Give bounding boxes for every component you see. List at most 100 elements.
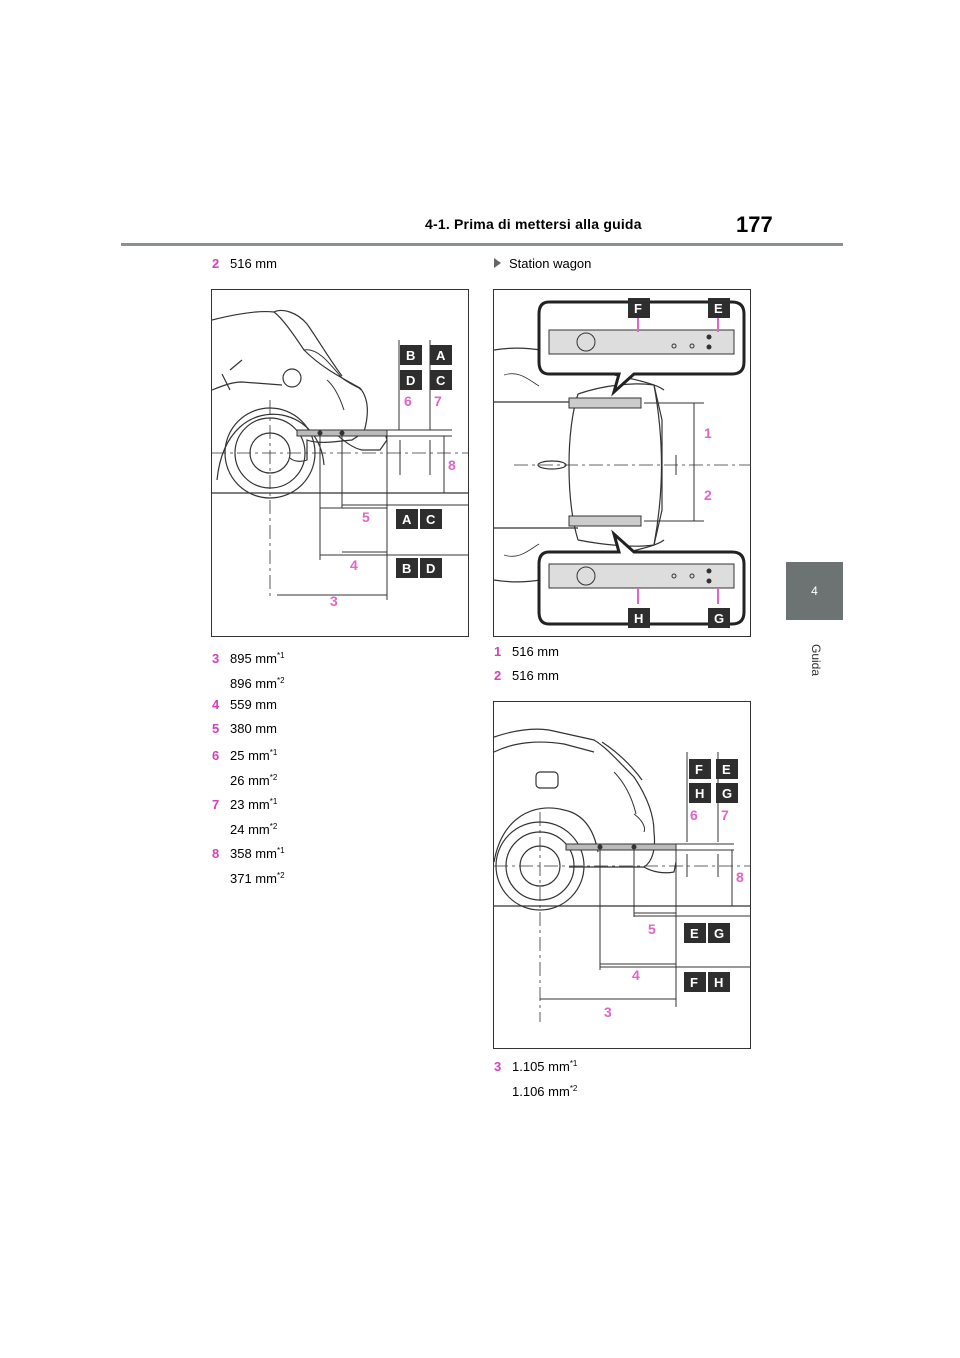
chapter-label: Guida <box>809 643 823 677</box>
section-title: 4-1. Prima di mettersi alla guida <box>425 216 642 232</box>
item-value: 25 mm <box>230 748 270 763</box>
left-item-8: 8 358 mm*1 <box>212 843 285 862</box>
callout-group-mid: A C <box>396 509 442 529</box>
item-value: 516 mm <box>230 256 277 271</box>
item-value: 358 mm <box>230 846 277 861</box>
callout-A: A <box>436 348 446 363</box>
footnote-ref: *2 <box>269 773 278 782</box>
callout-C: C <box>436 373 446 388</box>
item-number: 6 <box>212 748 220 763</box>
left-item-4: 4 559 mm <box>212 697 277 713</box>
item-value: 380 mm <box>230 721 277 736</box>
item-value: 23 mm <box>230 797 270 812</box>
item-value: 516 mm <box>512 668 559 683</box>
left-item-6: 6 25 mm*1 <box>212 745 277 764</box>
dim-label-8: 8 <box>448 457 456 473</box>
item-number: 3 <box>212 651 220 666</box>
callout-C-2: C <box>426 512 436 527</box>
item-value: 1.105 mm <box>512 1059 570 1074</box>
item-value: 371 mm <box>230 871 277 886</box>
item-value: 1.106 mm <box>512 1084 570 1099</box>
dim-label-7: 7 <box>721 807 729 823</box>
left-item-6-alt: 26 mm*2 <box>212 770 277 789</box>
wagon-top-diagram: 1 2 F E H G <box>493 298 750 628</box>
callout-F: F <box>695 762 703 777</box>
footnote-ref: *2 <box>269 822 278 831</box>
chapter-tab: 4 <box>786 562 843 620</box>
item-value: 26 mm <box>230 773 270 788</box>
callout-group-bottom: B D <box>396 558 442 578</box>
callout-H-2: H <box>714 975 723 990</box>
item-number: 2 <box>494 668 502 683</box>
chapter-number: 4 <box>811 584 818 598</box>
footnote-ref: *1 <box>276 651 285 660</box>
right-item-2: 2 516 mm <box>494 668 559 684</box>
item-value: 895 mm <box>230 651 277 666</box>
subheading-text: Station wagon <box>509 256 592 271</box>
dim-label-7: 7 <box>434 393 442 409</box>
callout-A-2: A <box>402 512 412 527</box>
item-number: 8 <box>212 846 220 861</box>
callout-G: G <box>722 786 732 801</box>
station-wagon-heading: Station wagon <box>494 256 591 272</box>
page-number: 177 <box>736 212 773 237</box>
item-number: 7 <box>212 797 220 812</box>
footnote-ref: *2 <box>276 676 285 685</box>
footnote-ref: *1 <box>269 797 278 806</box>
item-number: 4 <box>212 697 220 712</box>
left-item-3-alt: 896 mm*2 <box>212 673 285 692</box>
dim-label-2: 2 <box>704 487 712 503</box>
callout-F-2: F <box>690 975 698 990</box>
callout-B: B <box>406 348 415 363</box>
dim-label-4: 4 <box>350 557 358 573</box>
dim-label-3: 3 <box>604 1004 612 1020</box>
callout-E-2: E <box>690 926 699 941</box>
triangle-bullet-icon <box>494 258 501 268</box>
left-item-8-alt: 371 mm*2 <box>212 868 285 887</box>
header-rule <box>121 243 843 246</box>
callout-H: H <box>695 786 704 801</box>
footnote-ref: *1 <box>269 748 278 757</box>
hatchback-rear-diagram: 6 7 8 5 4 3 B A D C A C B D <box>211 309 468 609</box>
dim-label-4: 4 <box>632 967 640 983</box>
left-item-5: 5 380 mm <box>212 721 277 737</box>
callout-D-2: D <box>426 561 435 576</box>
figure-rear-hatchback: 6 7 8 5 4 3 B A D C A C B D <box>211 289 469 637</box>
callout-D: D <box>406 373 415 388</box>
footnote-ref: *1 <box>276 846 285 855</box>
dim-label-6: 6 <box>404 393 412 409</box>
callout-G: G <box>714 611 724 626</box>
callout-B-2: B <box>402 561 411 576</box>
wagon-rear-diagram: 6 7 8 5 4 3 F E H G E G F H <box>493 728 750 1022</box>
callout-E: E <box>714 301 723 316</box>
item-value: 559 mm <box>230 697 277 712</box>
dim-label-5: 5 <box>648 921 656 937</box>
dim-label-5: 5 <box>362 509 370 525</box>
callout-E: E <box>722 762 731 777</box>
item-number: 5 <box>212 721 220 736</box>
callout-G-2: G <box>714 926 724 941</box>
dim-label-6: 6 <box>690 807 698 823</box>
left-item-7: 7 23 mm*1 <box>212 794 277 813</box>
callout-H: H <box>634 611 643 626</box>
left-item-2: 2 516 mm <box>212 256 277 272</box>
dim-label-8: 8 <box>736 869 744 885</box>
left-item-3: 3 895 mm*1 <box>212 648 285 667</box>
footnote-ref: *2 <box>276 871 285 880</box>
item-number: 2 <box>212 256 220 271</box>
footnote-ref: *1 <box>569 1059 578 1068</box>
dim-label-3: 3 <box>330 593 338 609</box>
footnote-ref: *2 <box>569 1084 578 1093</box>
figure-rear-wagon: 6 7 8 5 4 3 F E H G E G F H <box>493 701 751 1049</box>
callout-group-top: B A D C <box>400 345 452 390</box>
item-value: 24 mm <box>230 822 270 837</box>
item-value: 516 mm <box>512 644 559 659</box>
figure-top-view-wagon: 1 2 F E H G <box>493 289 751 637</box>
left-item-7-alt: 24 mm*2 <box>212 819 277 838</box>
item-number: 1 <box>494 644 502 659</box>
right-item-1: 1 516 mm <box>494 644 559 660</box>
dim-label-1: 1 <box>704 425 712 441</box>
callout-F: F <box>634 301 642 316</box>
right-item-3-alt: 1.106 mm*2 <box>494 1081 577 1100</box>
